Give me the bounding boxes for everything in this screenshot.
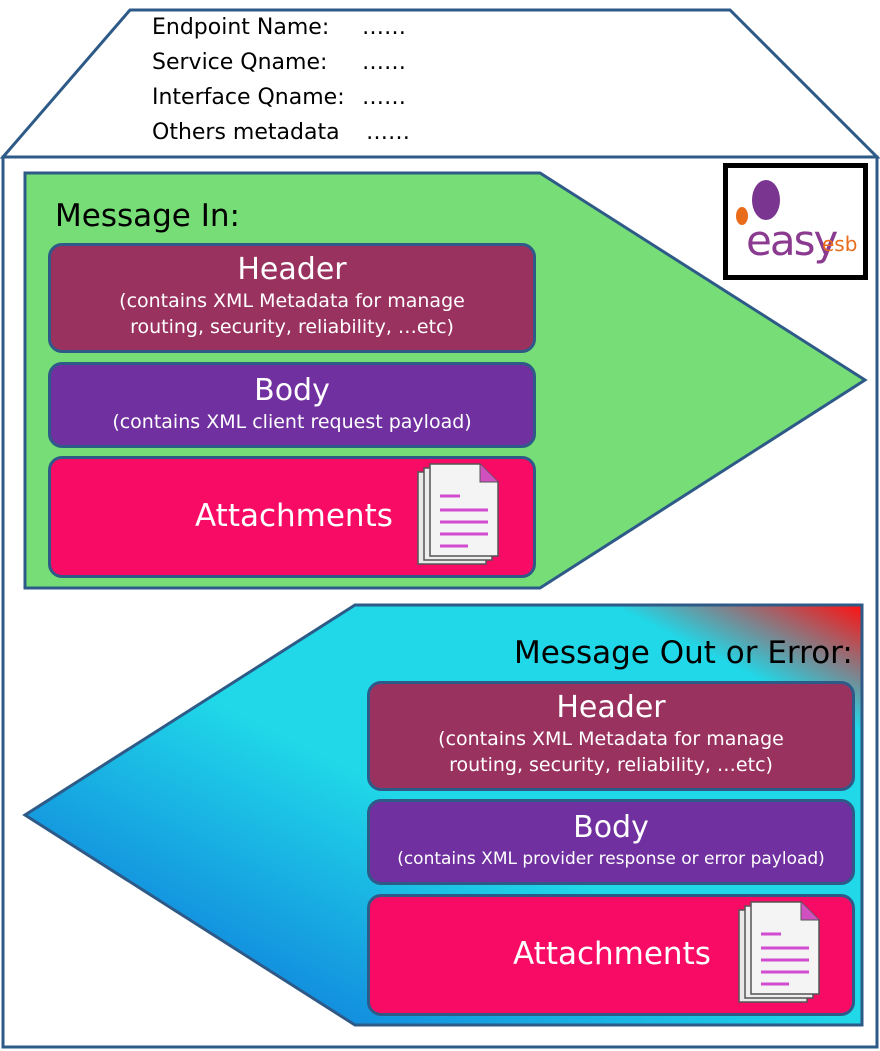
message-out-header-desc-line1: (contains XML Metadata for manage (438, 728, 784, 750)
endpoint-name-label: Endpoint Name: (152, 15, 330, 40)
message-out-body-title: Body (573, 810, 649, 845)
message-in-label: Message In: (55, 198, 240, 234)
document-stack-icon (738, 901, 820, 1003)
service-qname-label: Service Qname: (152, 50, 328, 75)
message-out-body-desc: (contains XML provider response or error… (397, 849, 825, 869)
message-out-label: Message Out or Error: (514, 635, 853, 671)
message-in-header-title: Header (237, 252, 347, 287)
interface-qname-label: Interface Qname: (152, 85, 345, 110)
others-metadata-label: Others metadata (152, 120, 340, 145)
service-qname-value: …… (362, 50, 406, 75)
message-out-header-desc-line2: routing, security, reliability, …etc) (449, 754, 773, 776)
message-out-header: Header (contains XML Metadata for manage… (367, 681, 855, 791)
message-in-header: Header (contains XML Metadata for manage… (48, 243, 536, 353)
message-in-attachments-label: Attachments (195, 498, 393, 534)
logo-suffix: esb (822, 232, 858, 256)
message-in-body: Body (contains XML client request payloa… (48, 362, 536, 448)
document-stack-icon (417, 463, 499, 565)
message-out-attachments-label: Attachments (513, 936, 711, 972)
endpoint-name-value: …… (362, 15, 406, 40)
interface-qname-value: …… (362, 85, 406, 110)
message-in-header-desc-line2: routing, security, reliability, …etc) (130, 316, 454, 338)
logo-text: easy (746, 216, 838, 265)
message-in-header-desc-line1: (contains XML Metadata for manage (119, 290, 465, 312)
message-out-body: Body (contains XML provider response or … (367, 799, 855, 885)
endpoint-roof (0, 8, 880, 159)
message-out-header-title: Header (556, 690, 666, 725)
others-metadata-value: …… (366, 120, 410, 145)
message-in-body-desc: (contains XML client request payload) (112, 411, 472, 433)
logo-graphic (736, 180, 780, 225)
easy-esb-logo: easy esb (723, 163, 868, 280)
message-in-body-title: Body (254, 373, 330, 408)
